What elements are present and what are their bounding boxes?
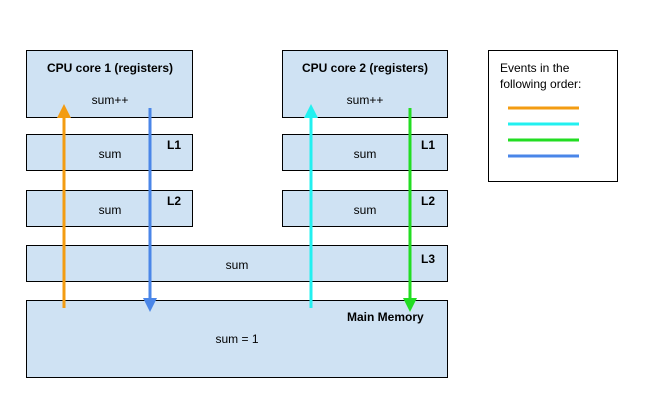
legend-title-line-2: following order: [500,77,582,91]
cpu-core-1-title: CPU core 1 (registers) [46,61,174,75]
l2-core-2-label: L2 [421,194,436,208]
cpu-core-2-title: CPU core 2 (registers) [301,61,429,75]
l2-core-1-content: sum [98,203,122,217]
cpu-core-1-op: sum++ [91,93,129,107]
core-1-write-arrow [143,108,157,312]
l3-cache: sum L3 [26,245,448,282]
core-1-read-arrow [57,104,71,308]
cpu-core-1-box: CPU core 1 (registers) sum++ [26,50,193,118]
core-2-write-arrow [403,108,417,312]
l1-core-2-label: L1 [421,138,436,152]
main-memory-content: sum = 1 [215,332,259,346]
l1-core-2-content: sum [353,147,377,161]
legend-box: Events in the following order: [488,50,618,182]
cpu-core-2-box: CPU core 2 (registers) sum++ [282,50,448,118]
cpu-core-2-op: sum++ [346,93,384,107]
legend-swatches [508,106,579,158]
l3-label: L3 [421,252,436,266]
l2-cache-core-1: sum L2 [26,190,193,227]
core-2-read-arrow [304,104,318,308]
main-memory-title: Main Memory [347,310,424,324]
l1-core-1-content: sum [98,147,122,161]
l1-core-1-label: L1 [167,138,182,152]
l3-content: sum [225,258,249,272]
l2-core-2-content: sum [353,203,377,217]
l1-cache-core-1: sum L1 [26,134,193,171]
main-memory-box: Main Memory sum = 1 [26,300,448,378]
legend-title-line-1: Events in the [500,61,570,75]
l2-core-1-label: L2 [167,194,182,208]
